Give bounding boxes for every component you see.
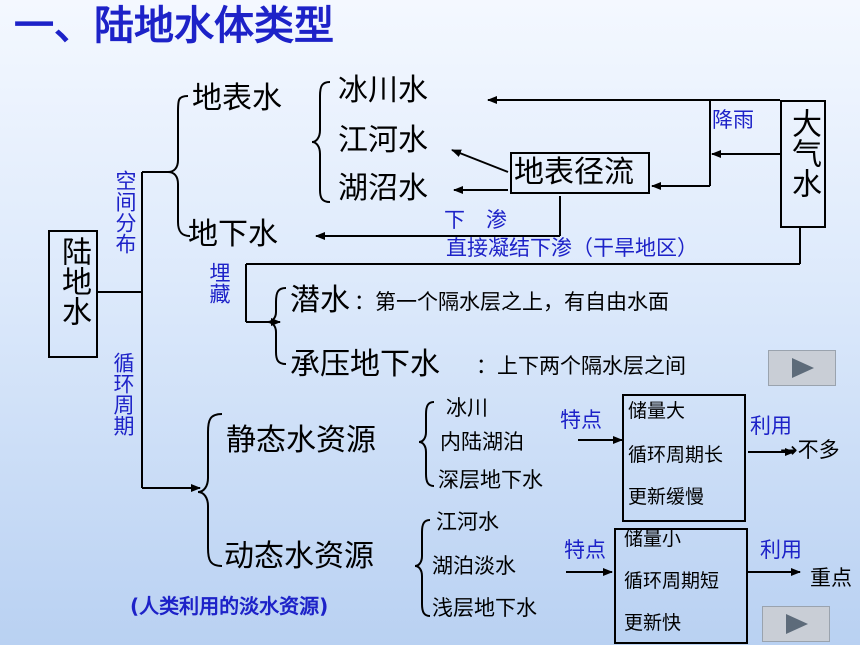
brace-underground <box>267 287 287 365</box>
label-buried: 埋藏 <box>207 262 231 304</box>
rain-label: 降雨 <box>712 108 754 132</box>
surface-item-glacier: 冰川水 <box>338 73 428 108</box>
root-box <box>48 230 98 358</box>
underground-label: 地下水 <box>188 217 278 252</box>
static-item-inland-lake: 内陆湖泊 <box>440 430 524 454</box>
dynamic-trait-3: 更新快 <box>624 612 682 634</box>
dynamic-trait-2: 循环周期短 <box>624 570 720 592</box>
next-page-button[interactable] <box>762 606 830 642</box>
brace-surface <box>311 81 331 203</box>
dynamic-item-fresh-lake: 湖泊淡水 <box>432 554 516 578</box>
runoff-label: 地表径流 <box>514 155 634 190</box>
phreatic-desc: ：第一个隔水层之上，有自由水面 <box>354 290 669 314</box>
condense-label: 直接凝结下渗（干旱地区） <box>446 236 698 260</box>
static-item-glacier: 冰川 <box>446 396 488 420</box>
dynamic-resource-label: 动态水资源 <box>224 539 374 574</box>
feature-label-dynamic: 特点 <box>564 538 606 562</box>
brace-dynamic <box>414 519 431 617</box>
static-trait-1: 储量大 <box>628 400 686 422</box>
feature-label-static: 特点 <box>560 408 602 432</box>
static-trait-2: 循环周期长 <box>628 444 724 466</box>
static-item-deep-ground: 深层地下水 <box>438 468 543 492</box>
seep-label: 下 渗 <box>444 208 507 232</box>
brace-static <box>418 401 435 487</box>
dynamic-result: 重点 <box>810 566 852 590</box>
freshwater-note: (人类利用的淡水资源) <box>130 594 329 618</box>
use-label-dynamic: 利用 <box>760 538 802 562</box>
dynamic-trait-box <box>614 528 748 644</box>
surface-item-river: 江河水 <box>338 123 428 158</box>
arrow-runoff-river <box>451 149 509 173</box>
next-slide-button[interactable] <box>768 350 836 386</box>
dynamic-trait-1: 储量小 <box>624 528 682 550</box>
static-result: →不多 <box>780 438 840 462</box>
phreatic-name: 潜水 <box>290 283 350 318</box>
play-arrow-icon <box>786 614 808 634</box>
static-trait-3: 更新缓慢 <box>628 486 705 508</box>
static-trait-box <box>622 394 746 522</box>
confined-desc: ：上下两个隔水层之间 <box>476 354 686 378</box>
surface-water-label: 地表水 <box>192 81 282 116</box>
label-cycle: 循环周期 <box>111 352 135 436</box>
page-title: 一、陆地水体类型 <box>14 2 334 49</box>
surface-item-lake: 湖沼水 <box>338 171 428 206</box>
dynamic-item-river: 江河水 <box>436 510 499 534</box>
root-label: 陆地水 <box>56 236 91 326</box>
use-label-static: 利用 <box>750 414 792 438</box>
static-resource-label: 静态水资源 <box>226 423 376 458</box>
label-spatial: 空间分布 <box>113 170 137 254</box>
confined-name: 承压地下水 <box>290 347 440 382</box>
brace-spatial <box>167 95 191 237</box>
dynamic-item-shallow-ground: 浅层地下水 <box>432 596 537 620</box>
brace-resources <box>197 413 223 567</box>
play-arrow-icon <box>792 358 814 378</box>
runoff-box <box>510 152 650 194</box>
atmosphere-label: 大气水 <box>786 108 821 198</box>
atmosphere-box <box>780 100 826 228</box>
